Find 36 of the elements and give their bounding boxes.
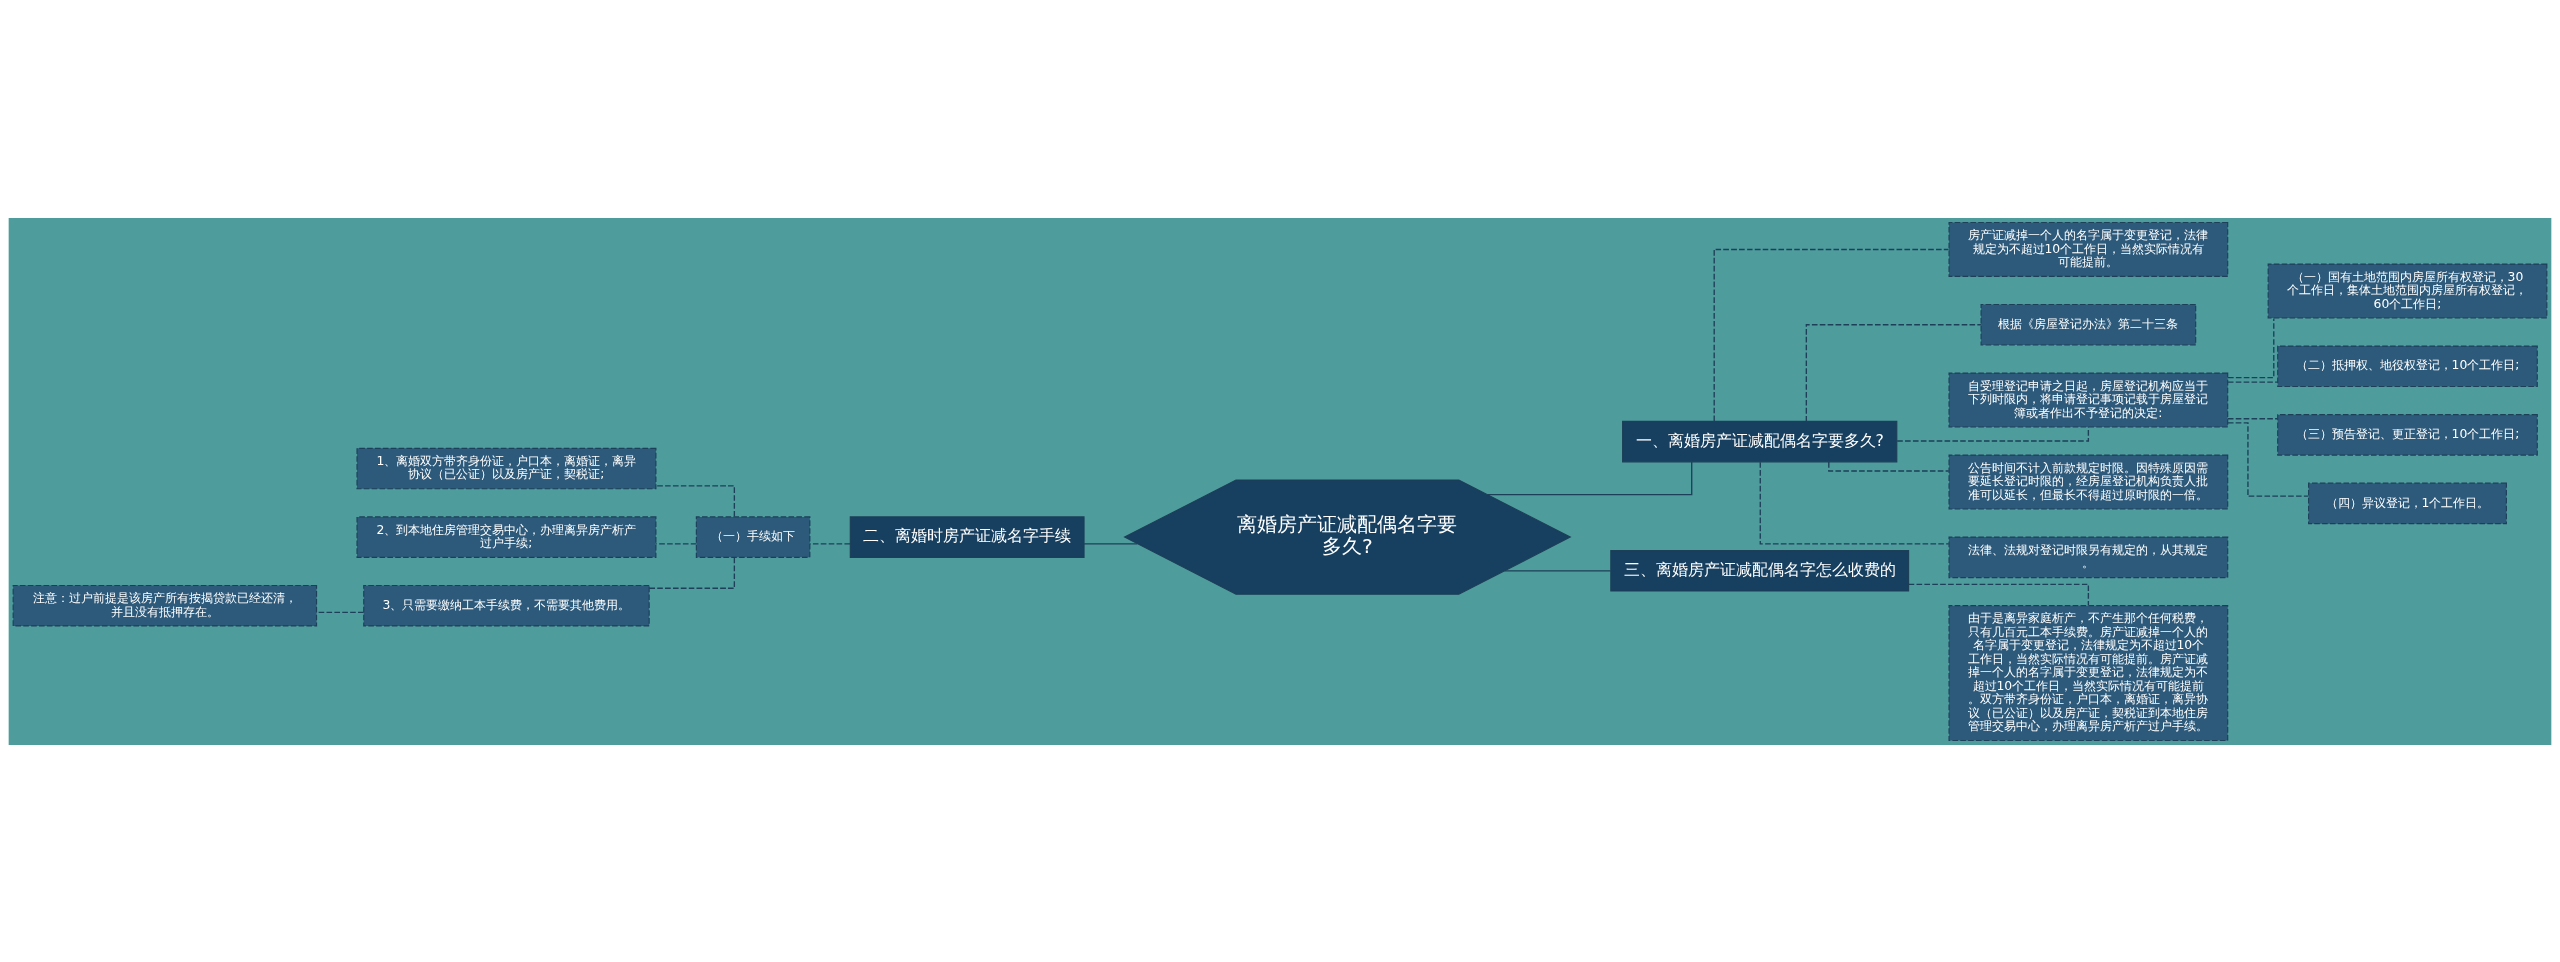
node-box: 一、离婚房产证减配偶名字要多久? [1622, 420, 1898, 462]
connector [1907, 583, 2090, 606]
node-box: 三、离婚房产证减配偶名字怎么收费的 [1610, 549, 1910, 592]
node-box: 1、离婚双方带齐身份证，户口本，离婚证，离异协议（已公证）以及房产证，契税证; [356, 447, 657, 489]
connector [648, 556, 736, 589]
node-box: 房产证减掉一个人的名字属于变更登记，法律规定为不超过10个工作日，当然实际情况有可能提前。 [1948, 221, 2229, 277]
connector [1896, 426, 2090, 442]
connector [1713, 248, 1950, 422]
connector [1759, 461, 1950, 545]
connector [809, 542, 851, 545]
connector [655, 484, 736, 517]
node-box: 二、离婚时房产证减名字手续 [849, 515, 1085, 558]
connector [2227, 317, 2275, 378]
connector [2227, 421, 2309, 497]
node-box: 公告时间不计入前款规定时限。因特殊原因需要延长登记时限的，经房屋登记机构负责人批准可以延长，但最长不得超过原时限的一倍。 [1948, 454, 2229, 510]
connector [2227, 417, 2278, 419]
node-box: （一）手续如下 [695, 515, 811, 558]
node-box: 根据《房屋登记办法》第二十三条 [1980, 303, 2197, 346]
connector [1805, 323, 1982, 422]
node-box: 3、只需要缴纳工本手续费，不需要其他费用。 [363, 584, 650, 626]
connector [2227, 380, 2278, 383]
node-box: （一）国有土地范围内房屋所有权登记，30个工作日，集体土地范围内房屋所有权登记，60个工作日; [2267, 263, 2548, 319]
connector [1828, 460, 1950, 472]
node-box: 注意：过户前提是该房产所有按揭贷款已经还清，并且没有抵押存在。 [12, 584, 318, 626]
connector [1486, 460, 1693, 495]
connector [1083, 542, 1138, 545]
node-box: （二）抵押权、地役权登记，10个工作日; [2277, 345, 2538, 387]
connector [1503, 569, 1612, 571]
node-box: 2、到本地住房管理交易中心，办理离异房产析产过户手续; [356, 515, 657, 558]
node-box: （三）预告登记、更正登记，10个工作日; [2277, 413, 2538, 456]
node-box: 由于是离异家庭析产，不产生那个任何税费，只有几百元工本手续费。房产证减掉一个人的名字属于变更登记，法律规定为不超过10个工作日，当然实际情况有可能提前。房产证减掉一个人的名字属于变更登记，法律规定为不超过10个工作日，当然实际情况有可能提前。双方带齐身份证，户口本，离婚证，离异协议（已公证）以及房产证，契税证到本地住房管理交易中心，办理离异房产析产过户手续。 [1948, 604, 2229, 741]
connector [316, 611, 365, 613]
connector [655, 542, 697, 545]
node-box: 法律、法规对登记时限另有规定的，从其规定。 [1948, 536, 2229, 578]
node-box: （四）异议登记，1个工作日。 [2308, 482, 2507, 524]
node-box: 自受理登记申请之日起，房屋登记机构应当于下列时限内，将申请登记事项记载于房屋登记簿或者作出不予登记的决定: [1948, 372, 2229, 428]
